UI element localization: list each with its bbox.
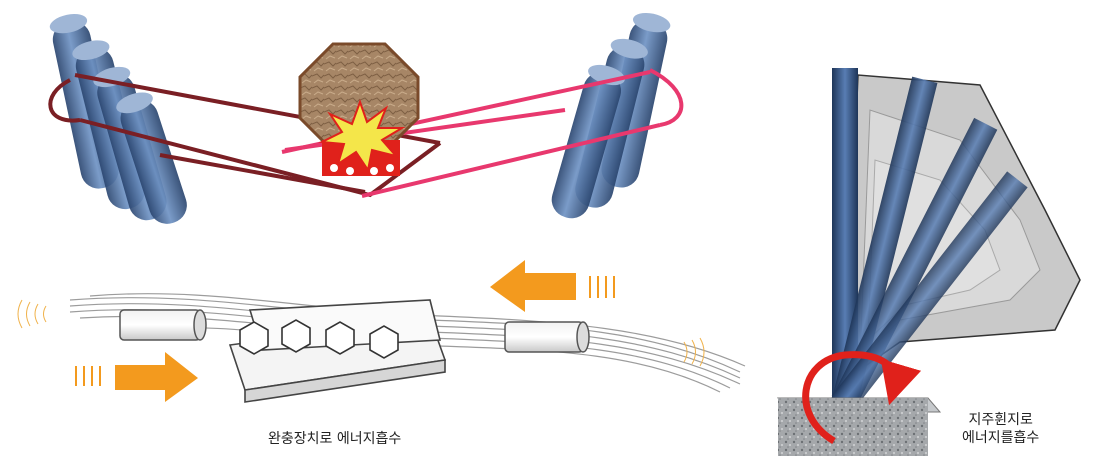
post-bending-caption-line1: 지주휜지로 bbox=[968, 412, 1033, 428]
force-arrow-left bbox=[75, 352, 198, 402]
impact-burst-icon bbox=[318, 99, 406, 176]
post-bending-scene bbox=[776, 68, 1081, 456]
right-post-cluster bbox=[551, 12, 671, 219]
vibration-marks-left bbox=[17, 299, 47, 329]
vibration-marks-right bbox=[683, 337, 705, 367]
post-bent-3 bbox=[831, 171, 1028, 412]
rotation-arrow-icon bbox=[802, 351, 922, 445]
post-bending-caption: 지주휜지로 에너지를흡수 bbox=[962, 411, 1039, 447]
buffer-device-scene bbox=[17, 260, 746, 403]
buffer-device-caption: 완충장치로 에너지흡수 bbox=[268, 431, 402, 447]
left-sleeve bbox=[119, 309, 207, 341]
ground-base bbox=[776, 397, 942, 456]
post-bending-caption-line2: 에너지를흡수 bbox=[962, 430, 1040, 446]
left-post-cluster bbox=[49, 13, 187, 224]
wire-rope-clamp-icon bbox=[228, 299, 447, 403]
right-sleeve bbox=[504, 321, 590, 353]
post-bent-2 bbox=[831, 117, 998, 411]
force-arrow-right bbox=[490, 260, 615, 312]
rockfall-net-scene bbox=[48, 12, 684, 224]
post-bent-1 bbox=[831, 76, 938, 408]
